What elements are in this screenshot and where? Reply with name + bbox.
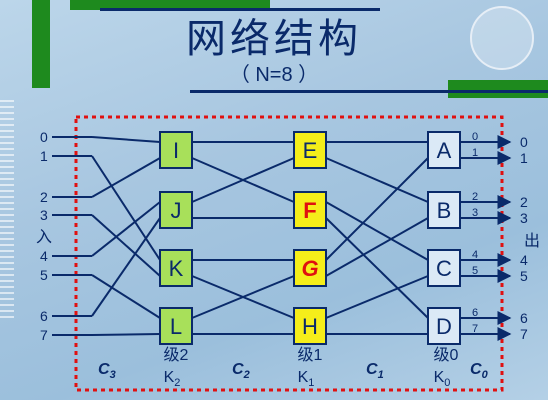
c3-wire xyxy=(91,157,161,198)
output-number: 3 xyxy=(520,210,528,226)
switch-box xyxy=(427,307,461,345)
stage2-label: 级2 xyxy=(164,346,189,364)
switch-box xyxy=(159,307,193,345)
switch-G: G xyxy=(293,249,327,287)
switch-D: D xyxy=(427,307,461,345)
switch-L: L xyxy=(159,307,193,345)
switch-box xyxy=(293,191,327,229)
switch-H: H xyxy=(293,307,327,345)
input-label: 入 xyxy=(36,229,52,246)
port-number: 6 xyxy=(472,307,478,319)
switch-label: I xyxy=(173,138,179,163)
c1-wire xyxy=(325,201,429,261)
c1-wire xyxy=(325,157,429,203)
switch-label: E xyxy=(303,138,318,163)
switch-box xyxy=(427,191,461,229)
switch-label: B xyxy=(437,198,452,223)
input-number: 4 xyxy=(40,248,48,264)
c1-wire xyxy=(325,217,429,277)
switch-B: B xyxy=(427,191,461,229)
port-number: 7 xyxy=(472,323,478,335)
connection-label-c0: C0 xyxy=(470,361,489,381)
switch-C: C xyxy=(427,249,461,287)
c3-wire xyxy=(91,274,161,319)
switch-label: J xyxy=(171,198,182,223)
stage0-k-label: K0 xyxy=(434,369,451,389)
c1-wire xyxy=(325,217,429,319)
c3-wire xyxy=(91,201,161,257)
c3-wire xyxy=(91,214,161,277)
output-label: 出 xyxy=(524,232,540,250)
c3-wire xyxy=(91,155,161,261)
c3-wire xyxy=(91,333,161,336)
port-number: 1 xyxy=(472,147,478,159)
port-number: 5 xyxy=(472,265,478,277)
switch-K: K xyxy=(159,249,193,287)
stage1-label: 级1 xyxy=(298,346,323,364)
output-number: 7 xyxy=(520,326,528,342)
output-number: 6 xyxy=(520,310,528,326)
c1-wire xyxy=(325,275,429,319)
switch-label: A xyxy=(437,138,452,163)
university-logo-seal xyxy=(470,6,534,70)
connection-label-c2: C2 xyxy=(232,361,250,381)
switch-label: K xyxy=(169,256,184,281)
green-bar-right xyxy=(448,80,548,98)
page-subtitle: （ N=8 ） xyxy=(229,64,319,86)
switch-label: H xyxy=(302,314,318,339)
switch-label: G xyxy=(301,256,318,281)
switch-box xyxy=(159,131,193,169)
switch-box xyxy=(427,249,461,287)
output-number: 0 xyxy=(520,134,528,150)
switch-label: D xyxy=(436,314,452,339)
green-bar-decoration xyxy=(32,0,50,88)
c2-wire xyxy=(191,157,295,203)
connection-label-c3: C3 xyxy=(98,361,116,381)
green-bar-top xyxy=(70,0,270,10)
input-number: 0 xyxy=(40,129,48,145)
switch-E: E xyxy=(293,131,327,169)
input-number: 3 xyxy=(40,207,48,223)
switch-box xyxy=(159,249,193,287)
c1-wire xyxy=(325,157,429,261)
wires xyxy=(52,135,512,341)
c3-wire xyxy=(91,136,161,143)
left-stripe-decoration xyxy=(0,100,14,320)
c2-wire xyxy=(191,275,295,319)
input-number: 2 xyxy=(40,189,48,205)
input-number: 7 xyxy=(40,327,48,343)
switch-box xyxy=(427,131,461,169)
output-number: 5 xyxy=(520,268,528,284)
switch-I: I xyxy=(159,131,193,169)
input-number: 5 xyxy=(40,267,48,283)
switch-label: F xyxy=(303,198,316,223)
stage0-label: 级0 xyxy=(434,346,459,364)
port-number: 3 xyxy=(472,207,478,219)
connection-label-c1: C1 xyxy=(366,361,384,381)
port-number: 4 xyxy=(472,249,478,261)
switch-label: C xyxy=(436,256,452,281)
switch-label: L xyxy=(170,314,182,339)
c3-wire xyxy=(91,217,161,317)
input-number: 6 xyxy=(40,308,48,324)
switch-box xyxy=(293,307,327,345)
output-number: 2 xyxy=(520,194,528,210)
output-number: 4 xyxy=(520,252,528,268)
port-number: 0 xyxy=(472,131,478,143)
switch-box xyxy=(293,249,327,287)
switch-A: A xyxy=(427,131,461,169)
page-title: 网络结构 xyxy=(186,16,362,62)
port-number: 2 xyxy=(472,191,478,203)
switch-F: F xyxy=(293,191,327,229)
switch-box xyxy=(159,191,193,229)
blue-line-top xyxy=(100,8,380,11)
input-number: 1 xyxy=(40,148,48,164)
switch-box xyxy=(293,131,327,169)
stage1-k-label: K1 xyxy=(298,369,315,389)
blue-line-right xyxy=(190,90,548,93)
stage2-k-label: K2 xyxy=(164,369,181,389)
output-number: 1 xyxy=(520,150,528,166)
switch-J: J xyxy=(159,191,193,229)
